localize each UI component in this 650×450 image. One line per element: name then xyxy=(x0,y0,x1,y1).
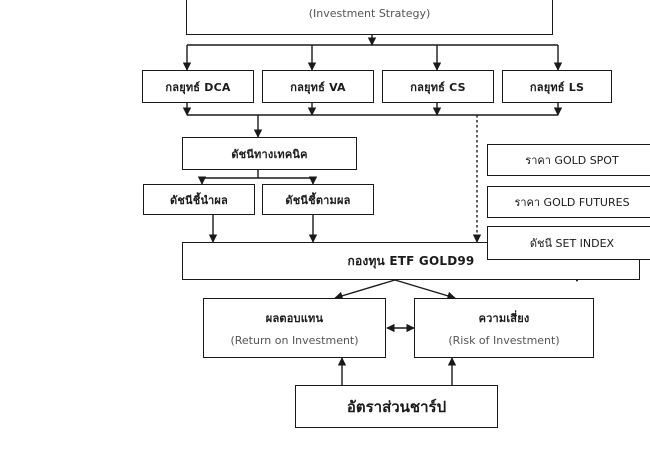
leading-index-box: ดัชนีชี้นำผล xyxy=(143,184,255,215)
strategy-ls: กลยุทธ์ LS xyxy=(502,70,612,103)
sharpe-ratio-label: อัตราส่วนชาร์ป xyxy=(346,397,447,416)
fund-to-risk xyxy=(394,279,456,300)
return-title: ผลตอบแทน xyxy=(265,311,324,325)
strategy-va: กลยุทธ์ VA xyxy=(262,70,374,103)
gold-futures-label: ราคา GOLD FUTURES xyxy=(514,196,630,209)
risk-box: ความเสี่ยง (Risk of Investment) xyxy=(414,298,594,358)
gold-spot-label: ราคา GOLD SPOT xyxy=(525,154,619,167)
strategy-dca-label: กลยุทธ์ DCA xyxy=(165,80,231,94)
sharpe-ratio-box: อัตราส่วนชาร์ป xyxy=(295,385,498,428)
risk-subtitle: (Risk of Investment) xyxy=(448,334,560,348)
strategy-va-label: กลยุทธ์ VA xyxy=(290,80,346,94)
technical-index-label: ดัชนีทางเทคนิค xyxy=(231,147,308,161)
lagging-index-box: ดัชนีชี้ตามผล xyxy=(262,184,374,215)
risk-title: ความเสี่ยง xyxy=(478,311,530,325)
lagging-index-label: ดัชนีชี้ตามผล xyxy=(285,193,351,207)
strategy-dca: กลยุทธ์ DCA xyxy=(142,70,254,103)
set-index-label: ดัชนี SET INDEX xyxy=(529,237,615,250)
fund-label: กองทุน ETF GOLD99 xyxy=(347,253,475,268)
gold-spot-box: ราคา GOLD SPOT xyxy=(487,144,650,176)
return-box: ผลตอบแทน (Return on Investment) xyxy=(203,298,386,358)
technical-index-box: ดัชนีทางเทคนิค xyxy=(182,137,357,170)
set-index-box: ดัชนี SET INDEX xyxy=(487,226,650,260)
return-subtitle: (Return on Investment) xyxy=(230,334,359,348)
strategy-cs: กลยุทธ์ CS xyxy=(382,70,494,103)
strategy-box: (Investment Strategy) xyxy=(186,0,553,35)
strategy-ls-label: กลยุทธ์ LS xyxy=(529,80,585,94)
gold-futures-box: ราคา GOLD FUTURES xyxy=(487,186,650,218)
leading-index-label: ดัชนีชี้นำผล xyxy=(170,193,228,207)
strategy-cs-label: กลยุทธ์ CS xyxy=(410,80,466,94)
fund-to-return xyxy=(334,279,396,300)
strategy-box-subtitle: (Investment Strategy) xyxy=(308,7,431,20)
